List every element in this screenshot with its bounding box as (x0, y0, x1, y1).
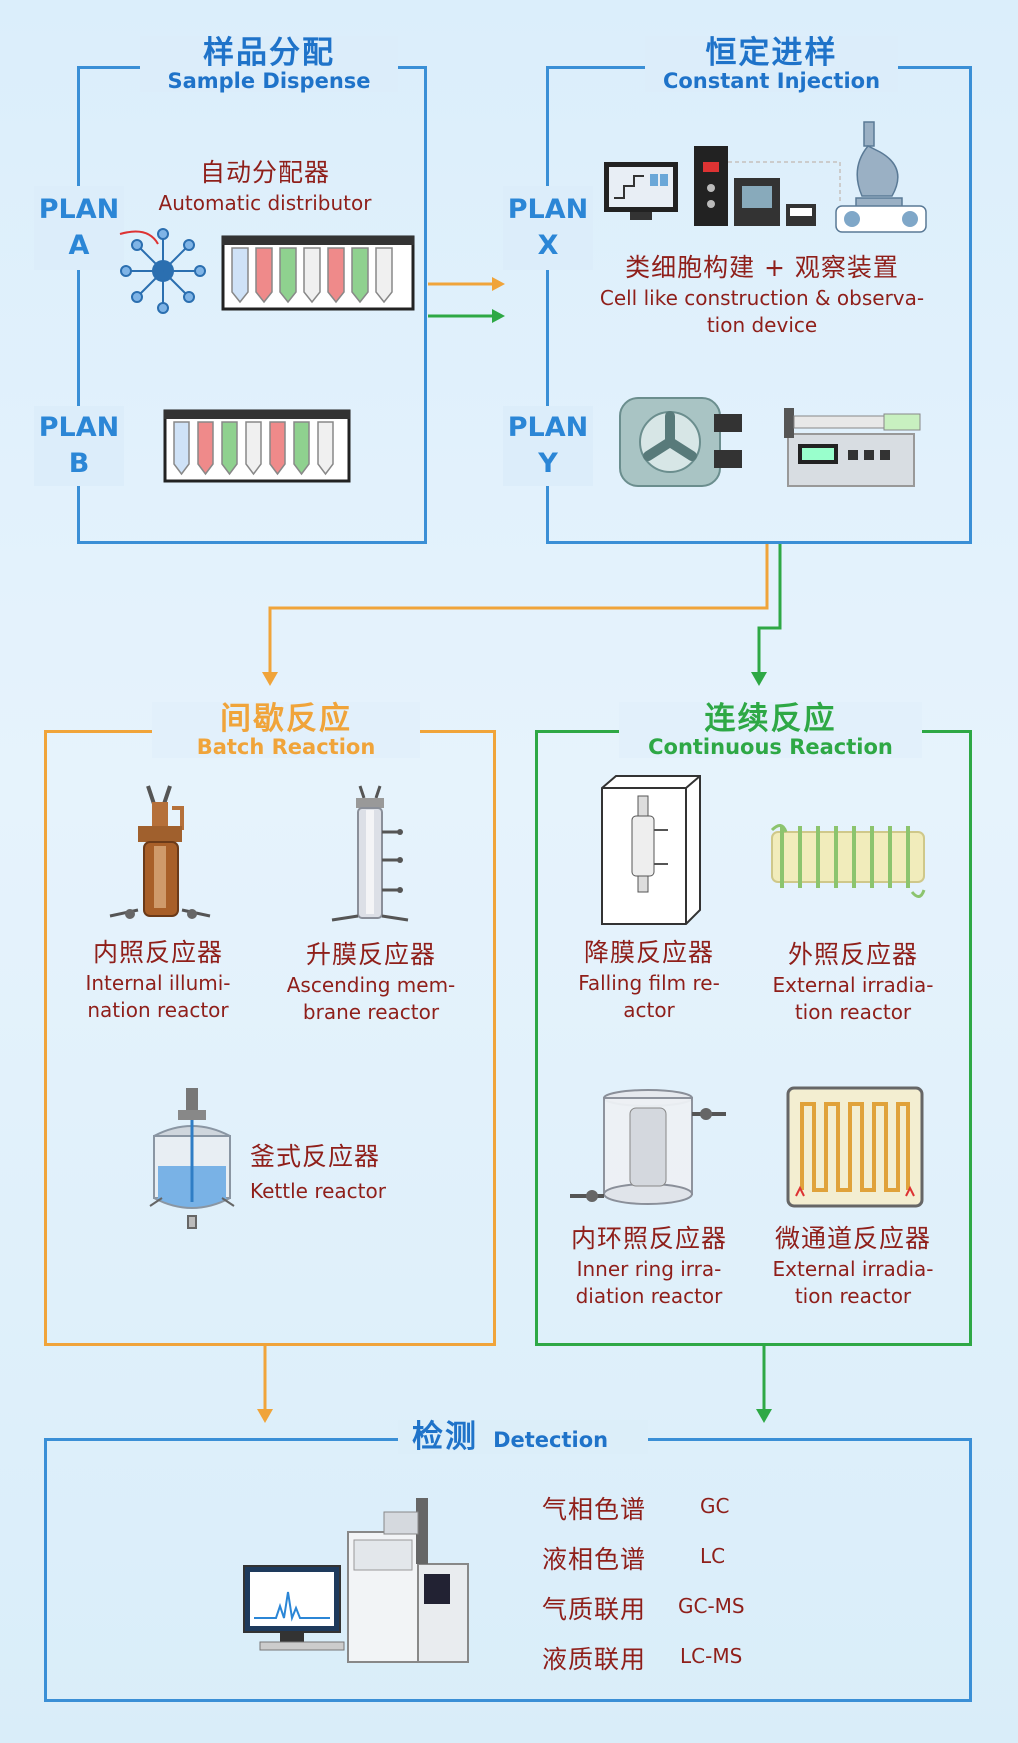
automatic-distributor-caption: 自动分配器 Automatic distributor (158, 158, 372, 215)
detection-title: 检测 Detection (398, 1420, 648, 1454)
detection-title-en: Detection (493, 1428, 609, 1452)
detection-row: 气相色谱 GC (542, 1494, 730, 1524)
arrow-injection-to-batch (262, 544, 769, 686)
continuous-reaction-title: 连续反应 Continuous Reaction (619, 702, 922, 758)
arrow-dispense-to-injection-green (428, 309, 505, 323)
detection-row: 气质联用 GC-MS (542, 1594, 745, 1624)
arrow-dispense-to-injection-orange (428, 277, 505, 291)
cell-device-caption: 类细胞构建 + 观察装置 Cell like construction & ob… (599, 253, 925, 337)
distributor-wheel-icon (119, 228, 206, 314)
ascending-membrane-reactor-caption: 升膜反应器 Ascending mem- brane reactor (286, 940, 456, 1024)
plan-y-label: PLAN Y (503, 406, 593, 486)
ascending-membrane-reactor-icon (331, 785, 409, 922)
inner-ring-irradiation-reactor-caption: 内环照反应器 Inner ring irra- diation reactor (570, 1224, 727, 1308)
inner-ring-irradiation-reactor-icon (570, 1089, 726, 1205)
microchannel-reactor-icon (786, 1086, 924, 1208)
plan-a-label: PLAN A (34, 186, 124, 270)
constant-injection-title-en: Constant Injection (662, 69, 881, 93)
syringe-pump-icon (784, 408, 921, 487)
arrow-continuous-to-detection (756, 1346, 772, 1423)
falling-film-reactor-icon (601, 775, 701, 925)
microchannel-reactor-caption: 微通道反应器 External irradia- tion reactor (772, 1224, 934, 1308)
external-irradiation-reactor-caption: 外照反应器 External irradia- tion reactor (772, 940, 934, 1024)
kettle-reactor-caption: 釜式反应器 Kettle reactor (250, 1142, 386, 1203)
constant-injection-title-cn: 恒定进样 (705, 35, 838, 71)
detection-title-cn: 检测 (412, 1419, 478, 1455)
sample-dispense-title-cn: 样品分配 (203, 35, 335, 71)
detection-row: 液质联用 LC-MS (542, 1644, 743, 1674)
observation-setup-icon (604, 121, 927, 233)
continuous-reaction-title-en: Continuous Reaction (648, 735, 893, 759)
detection-box (44, 1438, 972, 1702)
detection-row: 液相色谱 LC (542, 1544, 726, 1574)
tube-rack-a-icon (221, 235, 415, 311)
batch-reaction-title-cn: 间歇反应 (220, 701, 352, 737)
constant-injection-title: 恒定进样 Constant Injection (645, 36, 898, 92)
external-irradiation-reactor-icon (770, 824, 926, 898)
continuous-reaction-title-cn: 连续反应 (704, 701, 837, 737)
kettle-reactor-icon (149, 1088, 235, 1229)
peristaltic-pump-icon (619, 397, 742, 487)
arrow-batch-to-detection (257, 1346, 273, 1423)
sample-dispense-title-en: Sample Dispense (167, 69, 371, 93)
internal-illumination-reactor-icon (109, 785, 211, 919)
sample-dispense-title: 样品分配 Sample Dispense (140, 36, 398, 92)
arrow-injection-to-continuous (751, 544, 782, 686)
gc-lc-instrument-icon (243, 1498, 469, 1663)
internal-illumination-reactor-caption: 内照反应器 Internal illumi- nation reactor (85, 938, 231, 1022)
plan-b-label: PLAN B (34, 406, 124, 486)
falling-film-reactor-caption: 降膜反应器 Falling film re- actor (578, 938, 720, 1022)
tube-rack-b-icon (163, 409, 351, 483)
batch-reaction-title: 间歇反应 Batch Reaction (152, 702, 420, 758)
batch-reaction-title-en: Batch Reaction (196, 735, 376, 759)
plan-x-label: PLAN X (503, 186, 593, 270)
